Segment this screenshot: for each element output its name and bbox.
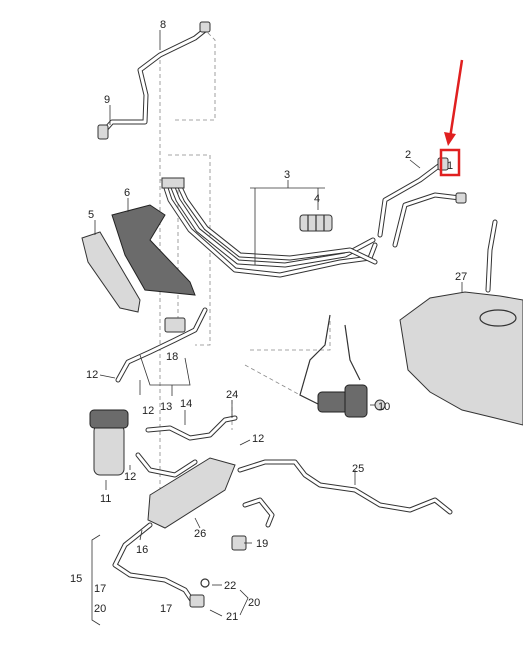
hose-middle [115, 307, 208, 383]
callout-12b[interactable]: 12 [142, 405, 154, 417]
fuel-lines-connector [161, 177, 185, 189]
line-clip [299, 214, 333, 232]
fuel-pump-module [299, 314, 386, 418]
callout-15[interactable]: 15 [70, 573, 82, 585]
callout-18[interactable]: 18 [166, 351, 178, 363]
callout-20b[interactable]: 20 [248, 597, 260, 609]
highlight-box [439, 148, 461, 177]
fuel-tank [399, 219, 523, 426]
callout-24[interactable]: 24 [226, 389, 238, 401]
callout-9[interactable]: 9 [104, 94, 110, 106]
callout-4[interactable]: 4 [314, 193, 320, 205]
callout-22[interactable]: 22 [224, 580, 236, 592]
fuel-filter [89, 409, 129, 476]
callout-21[interactable]: 21 [226, 611, 238, 623]
callout-6[interactable]: 6 [124, 187, 130, 199]
leader-lines [91, 30, 463, 626]
hose-upper-connector [97, 124, 109, 140]
cover-panel [111, 204, 196, 296]
callout-17b[interactable]: 17 [160, 603, 172, 615]
hose-lower-left [112, 522, 210, 608]
fuel-cooler [147, 457, 236, 529]
callout-3[interactable]: 3 [284, 169, 290, 181]
callout-25[interactable]: 25 [352, 463, 364, 475]
callout-11[interactable]: 11 [100, 493, 111, 505]
callout-8[interactable]: 8 [160, 19, 166, 31]
callout-16[interactable]: 16 [136, 544, 148, 556]
callout-12d[interactable]: 12 [124, 471, 136, 483]
callout-17a[interactable]: 17 [94, 583, 106, 595]
hose-upper-left [97, 21, 211, 140]
callout-14[interactable]: 14 [180, 398, 192, 410]
callout-12a[interactable]: 12 [86, 369, 98, 381]
callout-19[interactable]: 19 [256, 538, 268, 550]
assembly-guides [159, 29, 331, 500]
callout-26[interactable]: 26 [194, 528, 206, 540]
callout-2[interactable]: 2 [405, 149, 411, 161]
callout-13[interactable]: 13 [160, 401, 172, 413]
bracket-left [81, 231, 141, 313]
return-line [237, 459, 453, 528]
clamp [231, 535, 247, 551]
callout-1[interactable]: 1 [447, 160, 453, 172]
callout-20a[interactable]: 20 [94, 603, 106, 615]
callout-27[interactable]: 27 [455, 271, 467, 283]
highlight-arrow [444, 59, 464, 146]
hose-upper-end [199, 21, 211, 33]
callout-12c[interactable]: 12 [252, 433, 264, 445]
callout-5[interactable]: 5 [88, 209, 94, 221]
callout-10[interactable]: 10 [378, 401, 390, 413]
fuel-lines-bundle [161, 177, 378, 278]
hose-lower-middle [135, 415, 238, 478]
